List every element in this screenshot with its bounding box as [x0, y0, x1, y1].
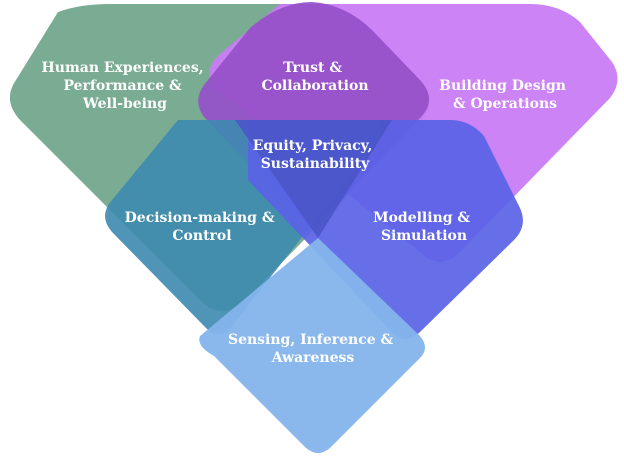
label-building-line-2: & Operations: [453, 96, 557, 112]
label-decision-line-2: Control: [172, 228, 231, 244]
label-sensing-inference: Sensing, Inference & Awareness: [228, 332, 398, 366]
label-decision-line-1: Decision-making &: [125, 210, 275, 226]
label-equity-line-1: Equity, Privacy,: [253, 138, 373, 154]
equity-privacy-region: [235, 120, 392, 238]
trust-collaboration-region: [198, 2, 429, 230]
label-human-line-3: Well-being: [82, 96, 167, 112]
label-equity-privacy: Equity, Privacy, Sustainability: [253, 138, 377, 172]
label-human-line-2: Performance &: [63, 78, 182, 94]
label-modelling-simulation: Modelling & Simulation: [373, 210, 475, 244]
label-modelling-line-2: Simulation: [381, 228, 467, 244]
label-building-design: Building Design & Operations: [439, 78, 571, 112]
label-sensing-line-1: Sensing, Inference &: [228, 332, 394, 348]
label-modelling-line-1: Modelling &: [373, 210, 470, 226]
label-human-experiences: Human Experiences, Performance & Well-be…: [42, 60, 209, 112]
label-trust-collaboration: Trust & Collaboration: [261, 60, 368, 94]
label-building-line-1: Building Design: [439, 78, 566, 94]
label-equity-line-2: Sustainability: [261, 156, 370, 172]
label-sensing-line-2: Awareness: [271, 350, 355, 366]
sensing-inference-region: [199, 238, 425, 453]
label-trust-line-2: Collaboration: [261, 78, 368, 94]
label-human-line-1: Human Experiences,: [42, 60, 204, 76]
label-trust-line-1: Trust &: [283, 60, 342, 76]
label-decision-making: Decision-making & Control: [125, 210, 280, 244]
